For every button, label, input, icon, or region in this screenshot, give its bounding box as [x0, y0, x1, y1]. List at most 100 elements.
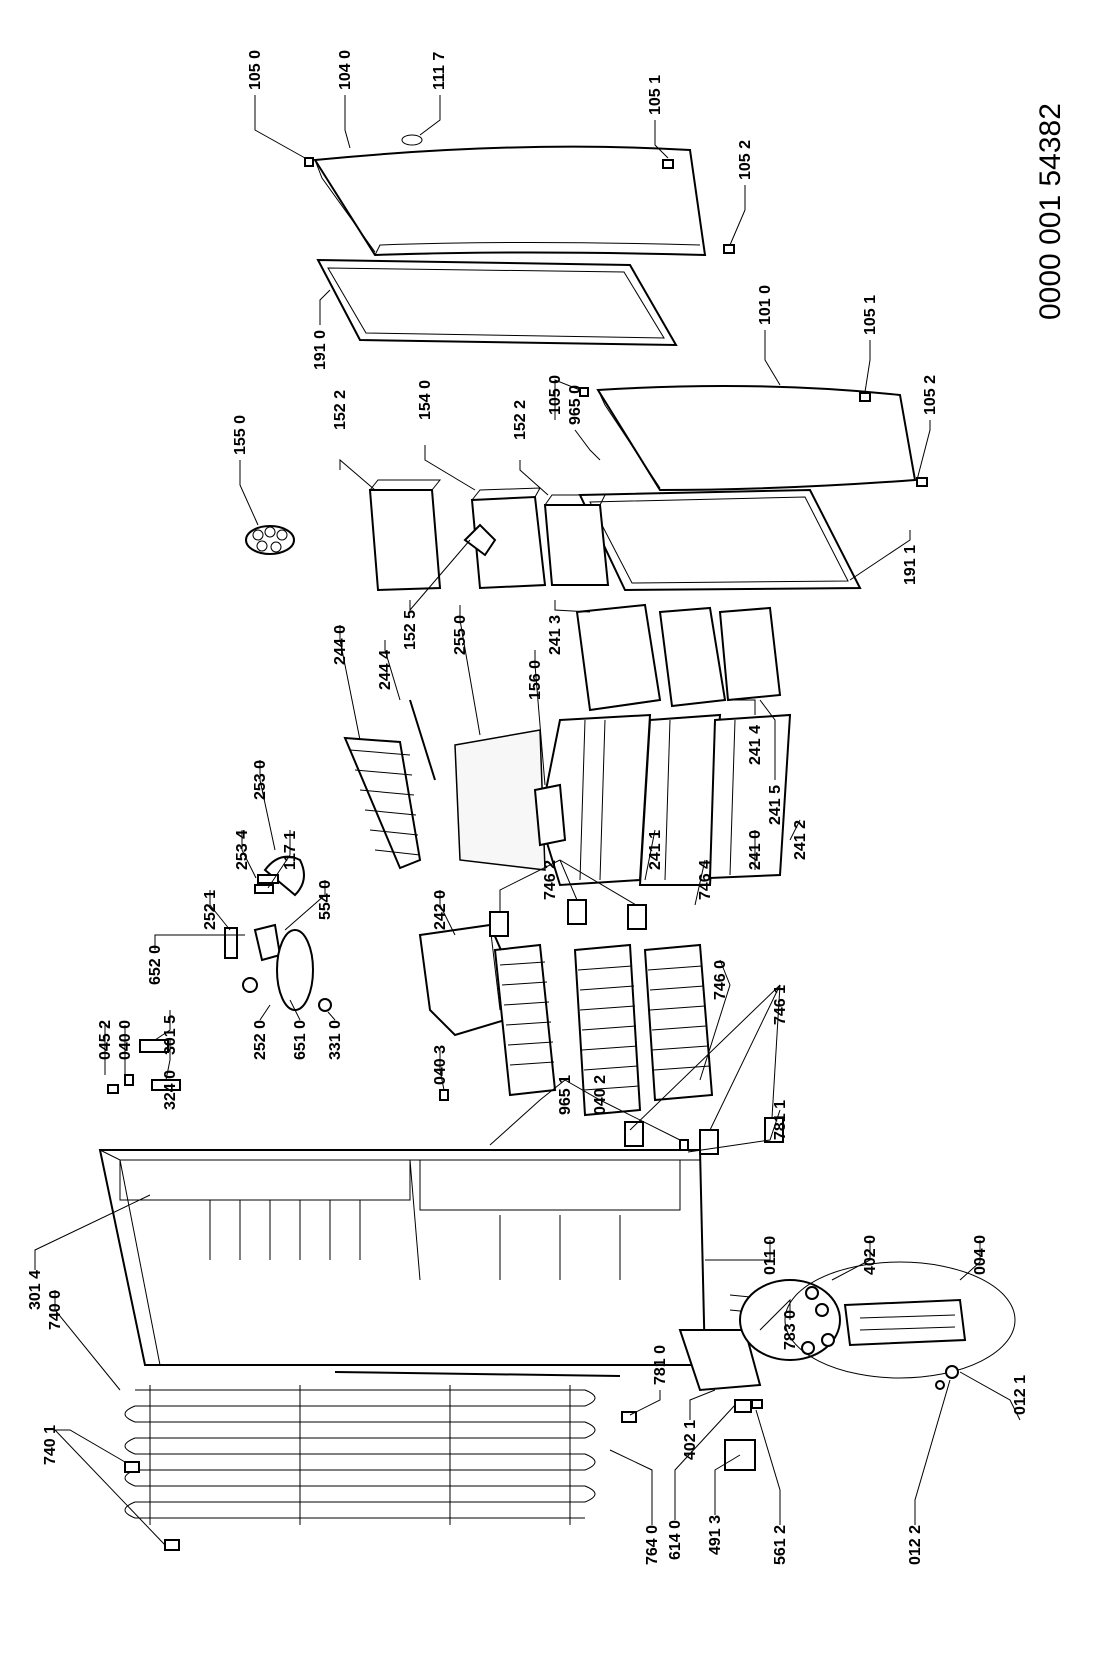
thermostat [253, 923, 282, 962]
freezer-drawer-2 [638, 713, 722, 886]
label-781-0: 781 0 [652, 1345, 669, 1385]
spring-clip [935, 1380, 945, 1390]
lamp-holder [257, 874, 279, 884]
knob [318, 998, 332, 1012]
control-housing [276, 929, 314, 1011]
evaporator-grid-3 [643, 943, 714, 1102]
base-plate-detail-circle [784, 1261, 1016, 1379]
drawer-front-middle [658, 606, 727, 708]
hinge-bracket [124, 1074, 134, 1086]
label-746-0: 746 0 [712, 960, 729, 1000]
lamp-clip [224, 927, 238, 959]
hinge-cap [859, 392, 871, 402]
wire-shelf [343, 736, 422, 870]
label-241-3: 241 3 [547, 615, 564, 655]
label-561-2: 561 2 [772, 1525, 789, 1565]
hinge-bracket [439, 1089, 449, 1101]
label-105-2-top: 105 2 [737, 140, 754, 180]
shelf-trim [409, 699, 436, 781]
label-011-0: 011 0 [762, 1236, 779, 1275]
label-111-7: 111 7 [431, 52, 448, 90]
evaporator-grid-1 [493, 943, 557, 1097]
grid-support [567, 899, 587, 925]
hinge-cap [723, 244, 735, 254]
label-746-2: 746 2 [542, 860, 559, 900]
label-241-2: 241 2 [792, 820, 809, 860]
freezer-drawer-3 [708, 713, 792, 880]
cover-plate [139, 1039, 169, 1053]
lamp-spring [254, 884, 274, 894]
condenser [124, 1385, 596, 1525]
glass-shelf [454, 729, 546, 871]
label-301-4: 301 4 [27, 1270, 44, 1310]
grid-support [627, 904, 647, 930]
leader-lines [34, 95, 1021, 1546]
screw [107, 1084, 119, 1094]
screw [579, 387, 589, 397]
label-402-1: 402 1 [682, 1420, 699, 1460]
label-105-2-lower: 105 2 [922, 375, 939, 415]
egg-tray [245, 525, 295, 555]
label-105-1-top: 105 1 [647, 75, 664, 115]
label-331-0: 331 0 [327, 1020, 344, 1060]
label-105-0-top: 105 0 [247, 50, 264, 90]
document-number: 0000 001 54382 [1034, 103, 1067, 320]
label-040-3: 040 3 [432, 1045, 449, 1085]
upper-door [313, 145, 707, 257]
evaporator-grid-2 [573, 943, 642, 1117]
lamp-bulb [242, 977, 258, 993]
label-764-0: 764 0 [644, 1525, 661, 1565]
label-012-2: 012 2 [907, 1525, 924, 1565]
label-746-4: 746 4 [697, 860, 714, 900]
grid-support [699, 1129, 719, 1155]
lower-door-gasket [578, 488, 862, 592]
label-491-3: 491 3 [707, 1515, 724, 1555]
cabinet [98, 1149, 707, 1366]
label-105-1-lower: 105 1 [862, 295, 879, 335]
part-labels: 105 0 104 0 111 7 105 1 105 2 191 0 152 … [27, 50, 1029, 1565]
condenser-clip [124, 1461, 140, 1473]
grid-support [764, 1117, 784, 1143]
hinge-pin-ring [401, 134, 423, 146]
label-652-0: 652 0 [147, 945, 164, 985]
label-045-2: 045 2 [97, 1020, 114, 1060]
label-241-5: 241 5 [767, 785, 784, 825]
label-746-1: 746 1 [772, 985, 789, 1025]
drawer-front-bottom [718, 606, 782, 702]
grommet [821, 1333, 835, 1347]
label-252-0: 252 0 [252, 1020, 269, 1060]
door-shelf-lower [543, 494, 610, 586]
bottle-retainer [463, 523, 497, 557]
lower-door [596, 385, 917, 492]
label-241-0: 241 0 [747, 830, 764, 870]
door-shelf-upper [368, 479, 442, 592]
clamp [751, 1399, 763, 1409]
label-156-0: 156 0 [527, 660, 544, 700]
label-253-4: 253 4 [234, 830, 251, 870]
label-191-0: 191 0 [312, 330, 329, 370]
ice-tray [533, 783, 567, 847]
label-191-1: 191 1 [902, 545, 919, 585]
label-244-4: 244 4 [377, 650, 394, 690]
relay [734, 1399, 752, 1413]
label-740-1: 740 1 [42, 1425, 59, 1465]
grommet [805, 1286, 819, 1300]
washer [945, 1365, 959, 1379]
label-117-1: 117 1 [282, 831, 299, 870]
hinge-bracket [679, 1139, 689, 1151]
label-255-0: 255 0 [452, 615, 469, 655]
label-301-5: 301 5 [162, 1015, 179, 1055]
label-154-0: 154 0 [417, 380, 434, 420]
base-plate [843, 1298, 967, 1347]
label-242-0: 242 0 [432, 890, 449, 930]
upper-door-gasket [316, 258, 678, 347]
label-614-0: 614 0 [667, 1520, 684, 1560]
label-402-0: 402 0 [862, 1235, 879, 1275]
label-740-0: 740 0 [47, 1290, 64, 1330]
label-651-0: 651 0 [292, 1020, 309, 1060]
label-781-1: 781 1 [772, 1100, 789, 1140]
label-152-2-a: 152 2 [332, 390, 349, 430]
label-324-0: 324 0 [162, 1070, 179, 1110]
grid-support [489, 911, 509, 937]
